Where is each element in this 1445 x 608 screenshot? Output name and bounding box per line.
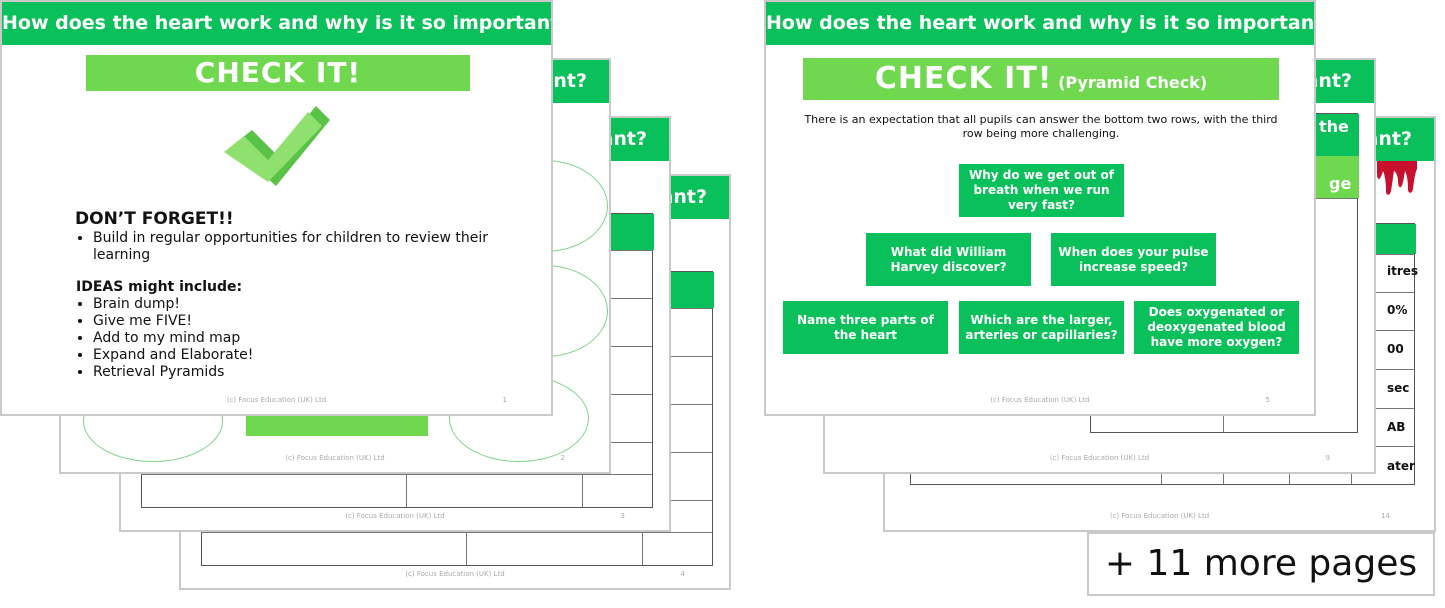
reminder-item: Build in regular opportunities for child… [93,230,503,264]
idea-item: Retrieval Pyramids [93,364,393,381]
idea-item: Add to my mind map [93,330,393,347]
pyramid-question-top[interactable]: Why do we get out of breath when we run … [959,164,1124,217]
dont-forget-heading: DON’T FORGET!! [75,209,234,229]
ideas-heading: IDEAS might include: [76,279,243,295]
page-number: 9 [1325,454,1330,462]
slide-header: How does the heart work and why is it so… [2,2,551,45]
more-pages-badge: + 11 more pages [1087,532,1435,596]
banner-title: CHECK IT! [874,61,1053,96]
slide-footer: (c) Focus Education (UK) Ltd [345,512,445,520]
slide-header: How does the heart work and why is it so… [766,2,1314,45]
table-cell: itres [1387,264,1419,278]
table-cell: AB [1387,420,1406,434]
banner-subtitle: (Pyramid Check) [1058,73,1208,92]
pyramid-question-middle[interactable]: What did William Harvey discover? [866,233,1031,286]
page-number: 1 [502,396,507,404]
table-cell: ater [1387,459,1415,473]
slide-footer: (c) Focus Education (UK) Ltd [990,396,1090,404]
ideas-list: Brain dump! Give me FIVE! Add to my mind… [76,296,393,381]
slide-footer: (c) Focus Education (UK) Ltd [226,396,327,404]
pyramid-question-bottom[interactable]: Does oxygenated or deoxygenated blood ha… [1134,301,1299,354]
check-it-banner: CHECK IT! (Pyramid Check) [803,58,1279,100]
reminder-list: Build in regular opportunities for child… [76,230,503,264]
pyramid-question-bottom[interactable]: Which are the larger, arteries or capill… [959,301,1124,354]
idea-item: Expand and Elaborate! [93,347,393,364]
table-cell: 0% [1387,303,1408,317]
page-number: 4 [680,570,685,578]
slide-footer: (c) Focus Education (UK) Ltd [1049,454,1150,462]
pyramid-question-bottom[interactable]: Name three parts of the heart [783,301,948,354]
table-cell: sec [1387,381,1410,395]
table-cell: 00 [1387,342,1404,356]
page-number: 5 [1265,396,1270,404]
page-number: 2 [560,454,565,462]
idea-item: Brain dump! [93,296,393,313]
page-number: 3 [620,512,625,520]
slide-footer: (c) Focus Education (UK) Ltd [405,570,505,578]
page-number: 14 [1381,512,1390,520]
pyramid-question-middle[interactable]: When does your pulse increase speed? [1051,233,1216,286]
slide-footer: (c) Focus Education (UK) Ltd [285,454,385,462]
checkmark-icon [224,106,330,186]
check-it-banner: CHECK IT! [86,55,470,91]
idea-item: Give me FIVE! [93,313,393,330]
slide-footer: (c) Focus Education (UK) Ltd [1109,512,1210,520]
slide-1-preview[interactable]: How does the heart work and why is it so… [0,0,553,416]
slide-5-preview[interactable]: How does the heart work and why is it so… [764,0,1316,416]
blood-drip-icon [1377,161,1417,195]
intro-text: There is an expectation that all pupils … [804,113,1278,140]
